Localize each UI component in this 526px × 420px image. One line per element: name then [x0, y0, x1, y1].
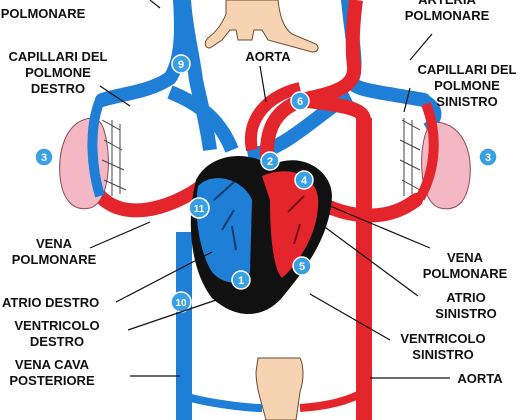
- label-ventricolo-sinistro: VENTRICOLO SINISTRO: [388, 331, 498, 363]
- label-capillari-sinistro-line1: CAPILLARI DEL: [417, 62, 517, 77]
- label-capillari-destro-line3: DESTRO: [30, 81, 86, 96]
- label-vena-polmonare-left-line1: VENA: [35, 236, 73, 251]
- label-capillari-destro-line1: CAPILLARI DEL: [8, 49, 108, 64]
- marker-9-text: 9: [178, 59, 184, 71]
- heart: [190, 155, 332, 315]
- label-capillari-destro-line2: POLMONE: [25, 65, 91, 80]
- label-arteria-polmonare-line2: POLMONARE: [404, 8, 490, 23]
- marker-4: 4: [294, 170, 314, 190]
- label-capillari-sinistro-line3: SINISTRO: [436, 94, 498, 109]
- label-vena-polmonare-left: VENA POLMONARE: [4, 236, 104, 268]
- label-atrio-sinistro: ATRIO SINISTRO: [416, 290, 516, 322]
- label-arteria-polmonare: ARTERIA POLMONARE: [392, 0, 502, 24]
- label-ventricolo-destro-line2: DESTRO: [29, 334, 85, 349]
- label-vena-polmonare-right-line1: VENA: [446, 250, 484, 265]
- marker-10-text: 10: [175, 298, 187, 309]
- label-atrio-sinistro-line2: SINISTRO: [435, 306, 497, 321]
- marker-6-text: 6: [297, 96, 303, 108]
- label-ventricolo-sinistro-line1: VENTRICOLO: [400, 331, 486, 346]
- label-aorta-bottom: AORTA: [457, 371, 503, 386]
- marker-9: 9: [171, 54, 191, 74]
- markers: 9 6 2 4 11 5 1 10 3 3: [34, 54, 498, 313]
- label-atrio-destro: ATRIO DESTRO: [2, 295, 100, 310]
- label-aorta-top: AORTA: [245, 49, 291, 64]
- marker-5-text: 5: [299, 261, 305, 273]
- marker-2: 2: [260, 151, 280, 171]
- label-vena-cava-line1: VENA CAVA: [14, 357, 90, 372]
- label-polmonare-top: POLMONARE: [0, 6, 86, 21]
- label-vena-polmonare-right-line2: POLMONARE: [422, 266, 508, 281]
- label-vena-cava-line2: POSTERIORE: [9, 373, 95, 388]
- label-capillari-sinistro-line2: POLMONE: [434, 78, 500, 93]
- marker-4-text: 4: [301, 175, 308, 187]
- marker-11: 11: [188, 197, 210, 219]
- marker-1: 1: [231, 270, 251, 290]
- label-capillari-destro: CAPILLARI DEL POLMONE DESTRO: [0, 49, 116, 97]
- marker-6: 6: [290, 91, 310, 111]
- marker-1-text: 1: [238, 275, 244, 287]
- marker-3-left: 3: [34, 147, 54, 167]
- lower-body-figure: [255, 357, 304, 420]
- marker-11-text: 11: [194, 204, 205, 215]
- marker-3-right-text: 3: [485, 152, 491, 164]
- marker-3-right: 3: [478, 147, 498, 167]
- marker-5: 5: [292, 256, 312, 276]
- lung-right: [59, 98, 127, 210]
- leader-lines: [89, 0, 450, 379]
- label-ventricolo-sinistro-line2: SINISTRO: [412, 347, 474, 362]
- lower-capillaries: [182, 388, 366, 412]
- label-ventricolo-destro-line1: VENTRICOLO: [14, 318, 100, 333]
- label-capillari-sinistro: CAPILLARI DEL POLMONE SINISTRO: [410, 62, 524, 110]
- marker-3-left-text: 3: [41, 152, 47, 164]
- label-atrio-sinistro-line1: ATRIO: [446, 290, 486, 305]
- label-vena-polmonare-right: VENA POLMONARE: [416, 250, 514, 282]
- label-arteria-polmonare-line1: ARTERIA: [392, 0, 502, 8]
- lung-left: [399, 102, 471, 210]
- label-vena-polmonare-left-line2: POLMONARE: [11, 252, 97, 267]
- vena-cava: [176, 0, 217, 420]
- marker-2-text: 2: [267, 156, 273, 168]
- label-vena-cava: VENA CAVA POSTERIORE: [0, 357, 104, 389]
- label-ventricolo-destro: VENTRICOLO DESTRO: [2, 318, 112, 350]
- upper-body-figure: [204, 0, 319, 53]
